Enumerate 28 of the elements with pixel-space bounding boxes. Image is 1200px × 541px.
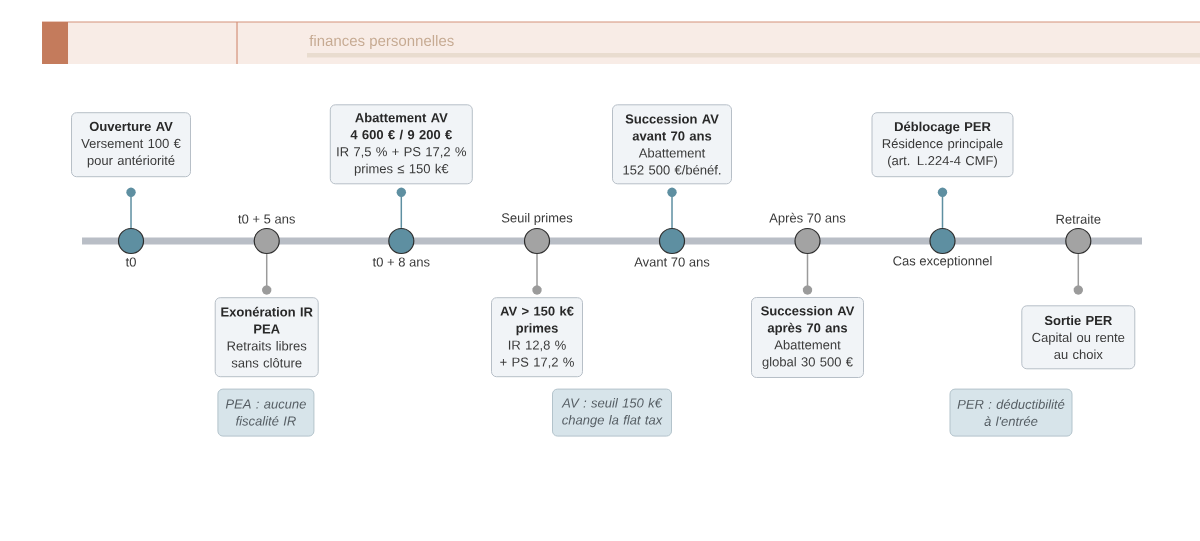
connector-line <box>1073 253 1083 295</box>
event-card: Exonération IR PEA Retraits libres sans clôture <box>214 297 319 378</box>
note-box: AV : seuil 150 k€ change la flat tax <box>552 388 672 437</box>
milestone-label: t0 <box>125 257 136 267</box>
event-card: Succession AV avant 70 ans Abattement 152 500 €/bénéf. <box>612 104 732 185</box>
note-box: PER : déductibilité à l'entrée <box>949 388 1073 437</box>
connector-line <box>667 187 677 229</box>
event-card: AV > 150 k€ primes IR 12,8 % + PS 17,2 % <box>491 297 583 378</box>
event-card: Ouverture AV Versement 100 € pour antériorité <box>71 112 191 178</box>
event-card: Abattement AV 4 600 € / 9 200 € IR 7,5 % + PS 17,2 % primes ≤ 150 k€ <box>329 104 473 185</box>
connector-line <box>937 187 948 229</box>
milestone-label: Cas exceptionnel <box>893 255 992 269</box>
event-card: Sortie PER Capital ou rente au choix <box>1021 305 1136 370</box>
note-box: PEA : aucune fiscalité IR <box>217 388 315 437</box>
connector-line <box>396 187 406 229</box>
milestone-label: Après 70 ans <box>769 212 846 226</box>
connector-line <box>262 253 272 295</box>
connector-line <box>532 253 542 295</box>
event-card: Succession AV après 70 ans Abattement global 30 500 € <box>751 297 864 378</box>
milestone-label: Avant 70 ans <box>634 257 710 267</box>
milestone-label: t0 + 5 ans <box>238 214 295 224</box>
milestone-label: Retraite <box>1056 214 1101 224</box>
event-card: Déblocage PER Résidence principale (art. L.224-4 CMF) <box>871 112 1014 178</box>
connector-line <box>126 187 136 229</box>
header-subtitle: finances personnelles <box>309 35 454 49</box>
connector-line <box>802 253 813 295</box>
milestone-label: Seuil primes <box>501 212 573 226</box>
milestone-label: t0 + 8 ans <box>372 257 430 267</box>
